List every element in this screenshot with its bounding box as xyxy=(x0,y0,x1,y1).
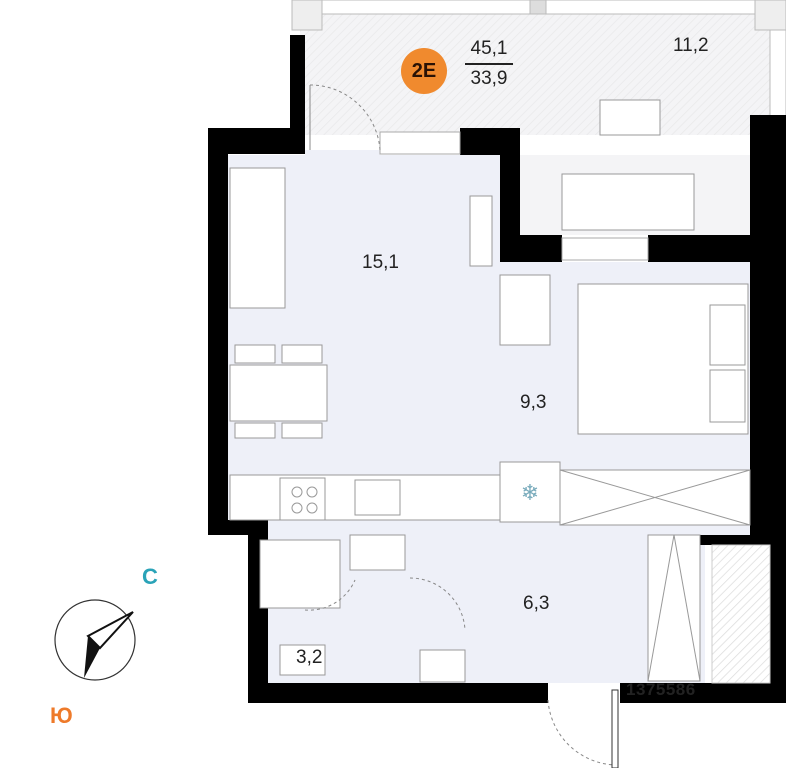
watermark: 1375586 xyxy=(626,680,696,699)
area-fraction: 45,1 33,9 xyxy=(465,38,513,90)
compass-north-label: С xyxy=(142,564,158,589)
compass-south-label: Ю xyxy=(50,703,73,728)
door-swings xyxy=(304,84,616,766)
total-area: 45,1 xyxy=(470,38,508,59)
furniture xyxy=(229,99,751,683)
bathroom-area: 3,2 xyxy=(296,647,323,668)
walls xyxy=(208,35,786,703)
hallway-area: 6,3 xyxy=(523,593,550,614)
apartment-type-badge: 2E xyxy=(401,48,447,94)
balcony-area: 11,2 xyxy=(673,35,709,56)
hatched-shaft xyxy=(711,544,771,684)
living-area: 33,9 xyxy=(470,67,508,89)
compass xyxy=(54,599,136,681)
snowflake-icon: ❄ xyxy=(521,480,539,505)
bedroom-area: 9,3 xyxy=(520,392,547,413)
fraction-line xyxy=(465,63,513,65)
kitchen-living-area: 15,1 xyxy=(362,252,399,273)
